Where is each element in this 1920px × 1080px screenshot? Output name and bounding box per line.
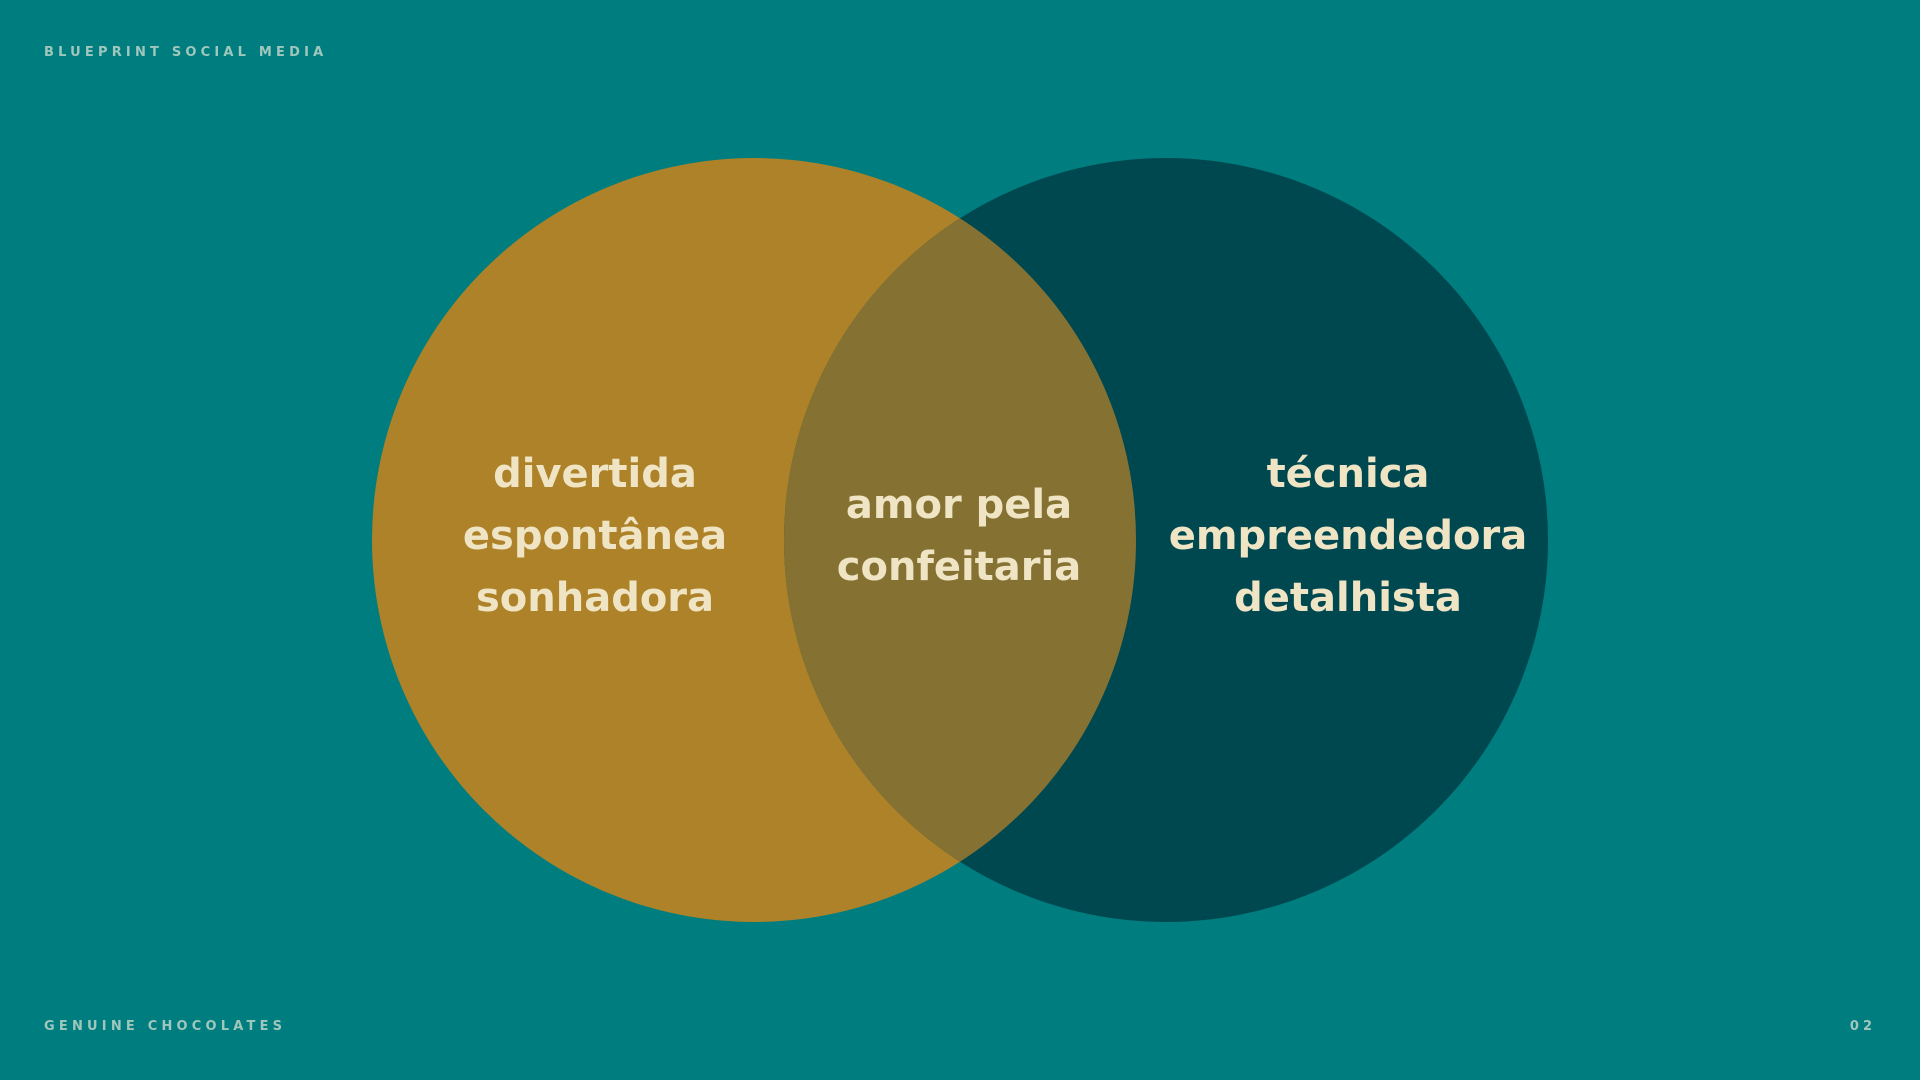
brand-label: BLUEPRINT SOCIAL MEDIA [44,45,328,60]
left-line-3: sonhadora [475,575,715,621]
client-label: GENUINE CHOCOLATES [44,1019,287,1034]
venn-overlap [784,158,1136,922]
page-number: 02 [1849,1019,1876,1034]
overlap-line-2: confeitaria [836,544,1082,590]
overlap-label: amor pela confeitaria [837,474,1081,598]
overlap-line-1: amor pela [845,482,1073,528]
right-line-1: técnica [1266,451,1430,497]
left-line-2: espontânea [462,513,728,559]
right-circle-label: técnica empreendedora detalhista [1169,443,1528,629]
right-line-2: empreendedora [1168,513,1528,559]
left-line-1: divertida [493,451,697,497]
right-line-3: detalhista [1234,575,1462,621]
left-circle-label: divertida espontânea sonhadora [463,443,727,629]
